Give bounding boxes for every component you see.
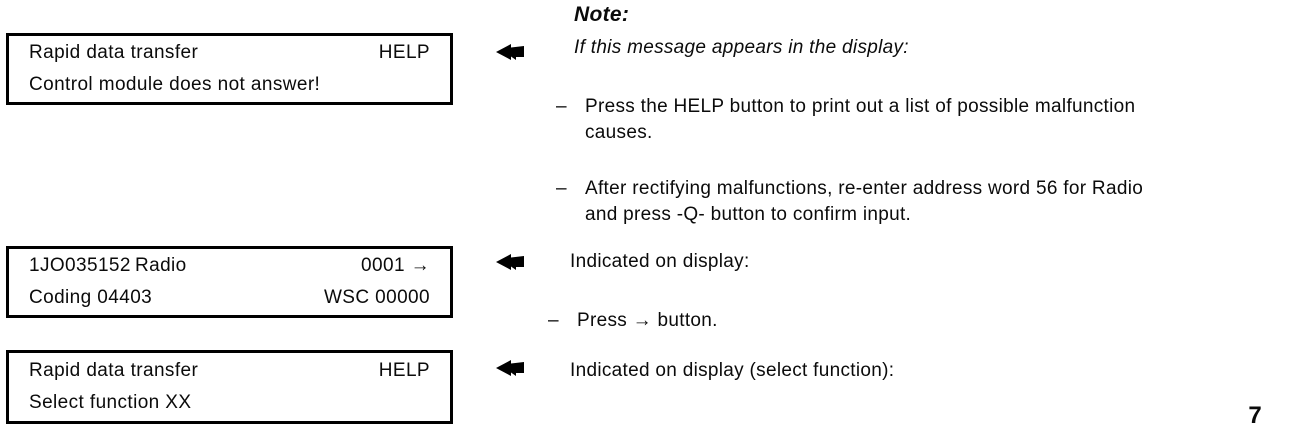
display-text-no-answer: Control module does not answer! — [29, 74, 321, 95]
instruction-press-arrow: – Press → button. — [548, 308, 718, 334]
bullet-dash: – — [548, 310, 559, 331]
instruction-reenter-address: – After rectifying malfunctions, re-ente… — [556, 176, 1143, 228]
instruction-press-help: – Press the HELP button to print out a l… — [556, 94, 1135, 146]
display-line: Rapid data transfer HELP — [29, 356, 430, 385]
note-heading: Note: — [574, 3, 630, 26]
display-text-rapid-data-transfer: Rapid data transfer — [29, 360, 199, 381]
display-text-help: HELP — [378, 42, 430, 63]
display-line: Control module does not answer! — [29, 70, 430, 99]
display-text-rapid-data-transfer: Rapid data transfer — [29, 42, 199, 63]
instruction-text: Press the HELP button to print out a lis… — [585, 96, 1136, 143]
display-line: Coding 04403 WSC 00000 — [29, 283, 430, 312]
indicated-on-display-select-function-label: Indicated on display (select function): — [570, 360, 895, 381]
display-text-part-number: 1JO035152 — [29, 255, 131, 276]
display-line: 1JO035152 Radio 0001 → — [29, 251, 430, 280]
instruction-text: After rectifying malfunctions, re-enter … — [585, 178, 1144, 225]
display-box-radio-ident: 1JO035152 Radio 0001 → Coding 04403 WSC … — [6, 246, 453, 318]
bullet-dash: – — [556, 178, 567, 199]
display-text-version-arrow: 0001 → — [361, 255, 430, 276]
display-box-select-function: Rapid data transfer HELP Select function… — [6, 350, 453, 424]
display-text-radio: Radio — [135, 255, 187, 276]
note-intro-text: If this message appears in the display: — [574, 37, 909, 58]
left-arrow-marker-icon — [496, 44, 524, 60]
display-text-select-function: Select function XX — [29, 392, 192, 413]
left-arrow-marker-icon — [496, 254, 524, 270]
display-text-help: HELP — [378, 360, 430, 381]
display-box-control-module-no-answer: Rapid data transfer HELP Control module … — [6, 33, 453, 105]
bullet-dash: – — [556, 96, 567, 117]
display-text-wsc: WSC 00000 — [323, 287, 430, 308]
display-text-coding: Coding 04403 — [29, 287, 153, 308]
display-line: Rapid data transfer HELP — [29, 38, 430, 67]
page-number: 7 — [1248, 402, 1262, 429]
left-arrow-marker-icon — [496, 360, 524, 376]
instruction-text: Press → button. — [577, 310, 718, 331]
indicated-on-display-label: Indicated on display: — [570, 251, 750, 272]
display-line: Select function XX — [29, 388, 430, 417]
